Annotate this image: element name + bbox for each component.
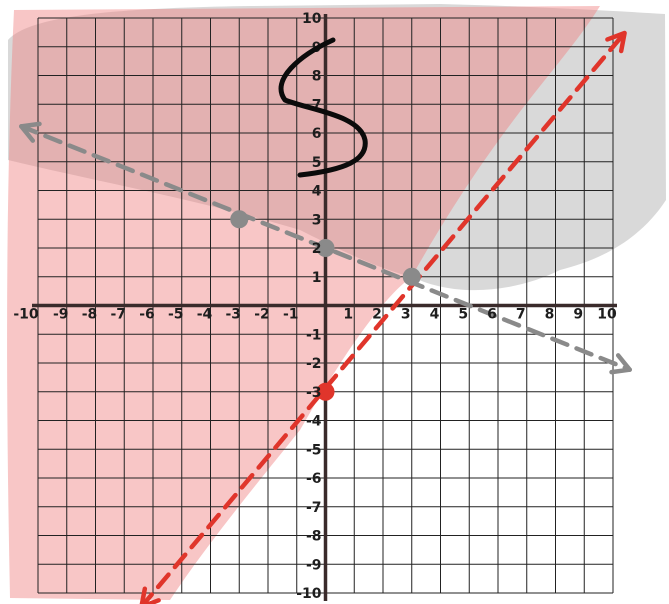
y-tick-label: -4	[306, 414, 322, 430]
gray-y-intercept	[316, 239, 335, 257]
x-tick-label: 1	[343, 307, 353, 323]
y-tick-label: 1	[312, 270, 322, 286]
y-tick-label: 8	[312, 69, 322, 85]
y-tick-label: -6	[306, 471, 322, 487]
red-line-arrow-start	[139, 586, 161, 604]
x-tick-label: -4	[197, 307, 213, 323]
y-tick-label: -7	[306, 500, 322, 516]
handwritten-marks	[278, 37, 368, 178]
plotted-points	[230, 210, 421, 401]
x-tick-label: 9	[573, 307, 583, 323]
x-tick-label: -8	[82, 307, 98, 323]
gray-second-point	[230, 210, 249, 229]
x-tick-label: 7	[516, 307, 526, 323]
x-tick-label: -3	[225, 307, 241, 323]
y-tick-label: 6	[312, 126, 322, 142]
x-tick-label: 2	[372, 307, 382, 323]
y-tick-label: 2	[312, 241, 322, 257]
red-shaded-region	[7, 6, 600, 600]
x-tick-label: -6	[139, 307, 155, 323]
y-tick-label: -9	[306, 557, 322, 573]
red-line-arrow-end	[605, 30, 627, 54]
x-tick-label: -1	[283, 307, 299, 323]
y-tick-label: 3	[312, 212, 322, 228]
y-tick-label: -10	[296, 586, 322, 602]
y-tick-label: -5	[306, 442, 322, 458]
x-tick-label: -5	[168, 307, 184, 323]
x-tick-label: 5	[458, 307, 468, 323]
y-tick-label: -8	[306, 529, 322, 545]
y-tick-label: 5	[312, 155, 322, 171]
x-tick-label: -10	[13, 307, 39, 323]
gray-line-arrow-end	[609, 353, 632, 375]
y-tick-label: -2	[306, 356, 322, 372]
intersection-point	[402, 267, 421, 286]
y-tick-label: -3	[306, 385, 322, 401]
y-tick-label: -1	[306, 327, 322, 343]
x-tick-label: -7	[110, 307, 126, 323]
red-line	[140, 30, 627, 604]
x-tick-label: 10	[597, 307, 617, 323]
x-tick-label: -9	[53, 307, 69, 323]
gray-line-arrow-start	[19, 121, 42, 143]
x-tick-label: 3	[401, 307, 411, 323]
x-tick-label: 6	[487, 307, 497, 323]
shaded-regions	[7, 4, 666, 600]
handwritten-s-mark	[278, 37, 368, 178]
y-tick-label: 7	[312, 97, 322, 113]
x-tick-label: 4	[430, 307, 440, 323]
x-tick-label: 8	[545, 307, 555, 323]
x-tick-label: -2	[254, 307, 270, 323]
y-tick-label: 10	[302, 11, 322, 27]
red-y-intercept	[316, 382, 335, 401]
y-tick-label: 4	[312, 184, 322, 200]
